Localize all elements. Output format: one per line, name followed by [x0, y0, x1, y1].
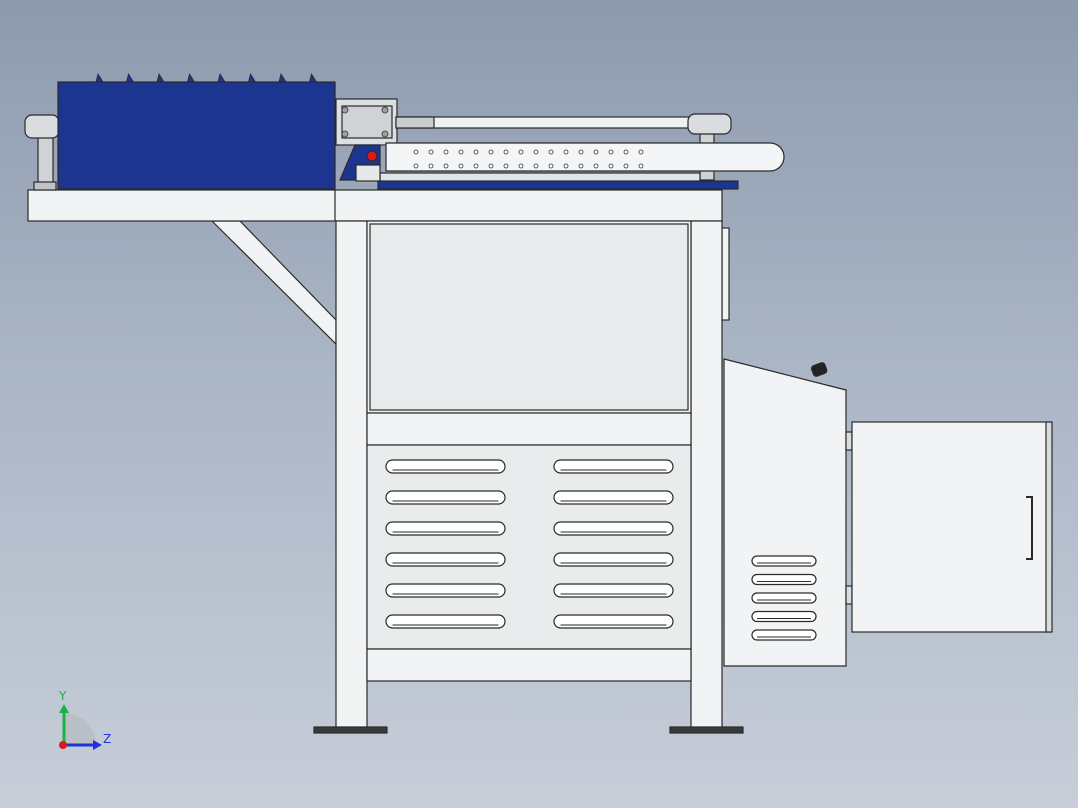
belt-hole [593, 163, 599, 169]
triad-z-label: Z [103, 732, 111, 746]
mount-bolts [341, 106, 389, 138]
louver-slot [385, 552, 506, 567]
belt-hole [443, 163, 449, 169]
diagonal-brace [210, 220, 337, 346]
blue-mount-strip [377, 180, 739, 190]
red-indicator [366, 150, 378, 162]
triad-y-label: Y [58, 689, 67, 703]
belt-hole [503, 149, 509, 155]
door-handle [1026, 496, 1033, 560]
feeder-tooth [186, 72, 196, 83]
belt-hole [608, 149, 614, 155]
feeder-housing [57, 81, 336, 190]
louver-slot [553, 552, 674, 567]
door-hinge-top [845, 431, 853, 451]
louver-slot [385, 614, 506, 629]
louver-slot [553, 459, 674, 474]
belt-hole [533, 163, 539, 169]
belt-hole [473, 163, 479, 169]
feeder-teeth [95, 72, 318, 83]
lower-guide-plate [379, 172, 701, 182]
tabletop [27, 189, 723, 222]
belt-hole [578, 163, 584, 169]
belt-hole [488, 149, 494, 155]
belt-hole [503, 163, 509, 169]
x-axis-dot [59, 741, 67, 749]
feeder-tooth [308, 72, 318, 83]
louver-slot [385, 521, 506, 536]
right-roller-cap [687, 113, 732, 135]
belt-hole [518, 149, 524, 155]
triad-plane [64, 713, 96, 745]
louver-slot [553, 490, 674, 505]
belt-holes [413, 149, 644, 169]
guide-rod [395, 116, 691, 129]
right-leg [690, 220, 723, 730]
perforated-belt [385, 142, 785, 172]
belt-hole [608, 163, 614, 169]
belt-hole [578, 149, 584, 155]
belt-hole [488, 163, 494, 169]
cabinet-louver-slot [751, 555, 817, 567]
belt-hole [563, 163, 569, 169]
belt-hole [413, 163, 419, 169]
door-hinge-bottom [845, 585, 853, 605]
belt-hole [593, 149, 599, 155]
view-triad: Y Z [58, 689, 111, 750]
cabinet-louver-slot [751, 629, 817, 641]
belt-hole [458, 149, 464, 155]
cabinet-louver-slot [751, 573, 817, 586]
belt-hole [638, 149, 644, 155]
belt-hole [563, 149, 569, 155]
belt-hole [623, 149, 629, 155]
cabinet-knob [810, 362, 828, 377]
belt-hole [518, 163, 524, 169]
belt-hole [548, 149, 554, 155]
belt-hole [413, 149, 419, 155]
electrical-cabinet [723, 358, 847, 667]
belt-hole [428, 163, 434, 169]
louver-slot [385, 459, 506, 474]
belt-hole [428, 149, 434, 155]
bottom-crossbar [366, 648, 692, 682]
cabinet-louvers [751, 555, 817, 641]
cabinet-louver-slot [751, 610, 817, 623]
belt-hole [443, 149, 449, 155]
belt-hole [638, 163, 644, 169]
belt-hole [548, 163, 554, 169]
feeder-tooth [95, 72, 104, 83]
left-leg [335, 220, 368, 730]
left-roller-cap [24, 114, 60, 139]
belt-hole [623, 163, 629, 169]
middle-crossbar [366, 412, 692, 446]
belt-hole [473, 149, 479, 155]
cabinet-door [851, 421, 1051, 633]
right-foot [669, 726, 744, 734]
cabinet-louver-slot [751, 592, 817, 604]
feeder-tooth [247, 72, 257, 83]
belt-hole [533, 149, 539, 155]
side-rail [721, 227, 730, 321]
louver-slot [553, 614, 674, 629]
louver-slot [553, 521, 674, 536]
feeder-tooth [217, 72, 226, 83]
feeder-tooth [156, 72, 165, 83]
panel-louvers [385, 459, 674, 629]
belt-hole [458, 163, 464, 169]
feeder-tooth [278, 72, 287, 83]
louver-slot [385, 583, 506, 598]
louver-slot [553, 583, 674, 598]
feeder-tooth [125, 72, 135, 83]
left-foot [313, 726, 388, 734]
louver-slot [385, 490, 506, 505]
